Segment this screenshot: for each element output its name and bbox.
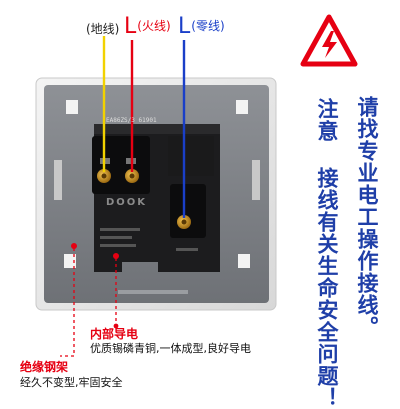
- neutral-wire-text: (零线): [191, 19, 225, 33]
- live-wire-label: L(火线): [124, 14, 171, 39]
- notice-call-electrician: 请找专业电工操作接线。: [355, 96, 379, 338]
- neutral-wire-label: L(零线): [178, 14, 225, 39]
- socket-back-illustration: [35, 36, 277, 357]
- ground-wire-label: (地线): [86, 20, 119, 37]
- ground-wire-text: (地线): [86, 22, 120, 36]
- live-wire-text: (火线): [137, 19, 171, 33]
- frame-description: 经久不变型,牢固安全: [20, 376, 123, 389]
- neutral-wire-letter: L: [178, 14, 191, 39]
- conductor-description: 优质锡磷青铜,一体成型,良好导电: [90, 342, 251, 355]
- brand-mark: DOOK: [106, 197, 148, 208]
- frame-title: 绝缘钢架: [20, 360, 69, 374]
- live-wire-letter: L: [124, 14, 137, 39]
- conductor-title: 内部导电: [90, 327, 139, 341]
- model-number-text: EA86ZS/3 61901: [106, 117, 157, 124]
- notice-safety-warning: 注意 接线有关生命安全问题！: [315, 98, 339, 409]
- electric-hazard-icon: [300, 14, 358, 67]
